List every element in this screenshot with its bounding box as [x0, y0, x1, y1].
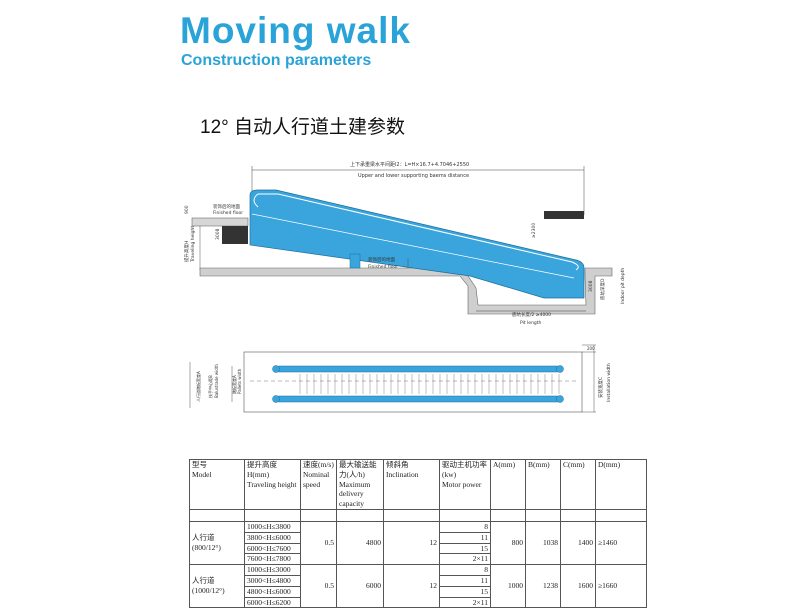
inclination-cell: 12 [383, 520, 440, 566]
range-cell: 7600<H≤7800 [244, 553, 301, 566]
capacity-cell: 4800 [336, 520, 384, 566]
side-view: 上下承重梁水平间距l2：L=H×16.7+4.7046+2550 Upper a… [183, 161, 626, 326]
a-cell: 800 [490, 520, 526, 566]
pit-depth-cn: 底坑深度D [599, 278, 606, 300]
floor-and-pit [199, 267, 613, 315]
model-cell: 人行道 (1000/12°) [189, 564, 245, 608]
middle-support [349, 253, 361, 269]
header-b: B(mm) [525, 459, 561, 510]
step-line [251, 213, 575, 279]
upper-support-beam [222, 226, 248, 244]
power-cell: 2×11 [439, 553, 491, 566]
handrail-top [275, 365, 561, 373]
d-cell: ≥1660 [595, 564, 647, 608]
page-title: Moving walk [180, 10, 411, 51]
lower-support-beam [544, 211, 584, 219]
plan-label-b-en: Balustrade width [214, 364, 219, 398]
table-header-row: 型号 Model 提升高度H(mm) Traveling height 速度(m… [189, 459, 647, 510]
top-dim-en: Upper and lower supporting baems distanc… [358, 173, 469, 179]
plan-steps [299, 374, 560, 394]
power-cell: 11 [439, 574, 491, 587]
power-cell: 8 [439, 564, 491, 576]
dim-3008-right: 3008 [588, 280, 594, 292]
header-speed: 速度(m/s) Nominal speed [300, 459, 337, 510]
install-width-cn: 安装宽度C [597, 377, 604, 398]
spec-table: 型号 Model 提升高度H(mm) Traveling height 速度(m… [189, 459, 647, 608]
dim-3008-left: 3008 [215, 228, 221, 240]
header-a: A(mm) [490, 459, 526, 510]
range-cell: 3800<H≤6000 [244, 531, 301, 544]
plan-label-pallet-en: Pallets width [237, 368, 242, 394]
dim-900: 900 [184, 205, 190, 214]
table-row: 人行道 (800/12°) 1000≤H≤3800 0.5 4800 12 8 … [189, 520, 647, 566]
c-cell: 1400 [560, 520, 596, 566]
section-heading: 12° 自动人行道土建参数 [200, 117, 406, 138]
power-cell: 8 [439, 520, 491, 533]
travel-height-cn: 提升高度H [183, 241, 190, 262]
range-cell: 4800<H≤6000 [244, 585, 301, 598]
finished-floor-en-mid: Finished floor [368, 264, 398, 270]
a-cell: 1000 [490, 564, 526, 608]
finished-floor-cn-top: 装饰后的地面 [213, 203, 240, 210]
c-cell: 1600 [560, 564, 596, 608]
top-dim-cn: 上下承重梁水平间距l2：L=H×16.7+4.7046+2550 [350, 161, 469, 168]
pit-length-cn: 底坑长度/2 ≥4000 [512, 311, 551, 318]
capacity-cell: 6000 [336, 564, 384, 608]
header-power: 驱动主机功率(kw) Motor power [439, 459, 491, 510]
range-cell: 6000<H≤6200 [244, 596, 301, 608]
header-inclination: 倾斜角 Inclination [383, 459, 440, 510]
plan-label-b-cn: 扶手中心距B [207, 375, 213, 398]
finished-floor-en-top: Finished floor [213, 210, 243, 216]
install-width-en: Installation width [606, 363, 612, 402]
inclination-cell: 12 [383, 564, 440, 608]
pit-length-en: Pit length [520, 320, 542, 326]
header-c: C(mm) [560, 459, 596, 510]
dim-2300: ≥2300 [531, 223, 537, 238]
page-subtitle: Construction parameters [181, 52, 372, 69]
plan-label-pallet-cn: 踏板宽度A [231, 375, 237, 394]
model-cell: 人行道 (800/12°) [189, 520, 245, 566]
range-cell: 6000<H≤7600 [244, 542, 301, 555]
d-cell: ≥1460 [595, 520, 647, 566]
construction-drawing: 上下承重梁水平间距l2：L=H×16.7+4.7046+2550 Upper a… [183, 161, 626, 413]
range-cell: 1000≤H≤3800 [244, 520, 301, 533]
header-model: 型号 Model [189, 459, 245, 510]
upper-floor-slab [191, 217, 249, 227]
range-cell: 3000<H≤4800 [244, 574, 301, 587]
handrail-bottom [275, 395, 561, 403]
finished-floor-cn-mid: 装饰后的地面 [368, 256, 395, 263]
speed-cell: 0.5 [300, 520, 337, 566]
pit-depth-en: Indoor pit depth [620, 268, 626, 304]
plan-label-a-cn: 人行道踏板宽度A [195, 371, 201, 402]
header-height: 提升高度H(mm) Traveling height [244, 459, 301, 510]
power-cell: 2×11 [439, 596, 491, 608]
handrail [253, 193, 579, 271]
header-capacity: 最大输送能力(人/h) Maximum delivery capacity [336, 459, 384, 510]
header-d: D(mm) [595, 459, 647, 510]
power-cell: 15 [439, 542, 491, 555]
travel-height-en: Traveling height [190, 226, 196, 263]
b-cell: 1038 [525, 520, 561, 566]
plan-view: 200 人行道踏板宽度A 扶手中心距B Balustrade width 踏板宽… [189, 344, 612, 413]
table-row: 人行道 (1000/12°) 1000≤H≤3000 0.5 6000 12 8… [189, 564, 647, 608]
power-cell: 15 [439, 585, 491, 598]
plan-outline [243, 351, 583, 413]
walkway-body [249, 189, 585, 299]
dim-200: 200 [587, 346, 595, 351]
power-cell: 11 [439, 531, 491, 544]
b-cell: 1238 [525, 564, 561, 608]
speed-cell: 0.5 [300, 564, 337, 608]
range-cell: 1000≤H≤3000 [244, 564, 301, 576]
